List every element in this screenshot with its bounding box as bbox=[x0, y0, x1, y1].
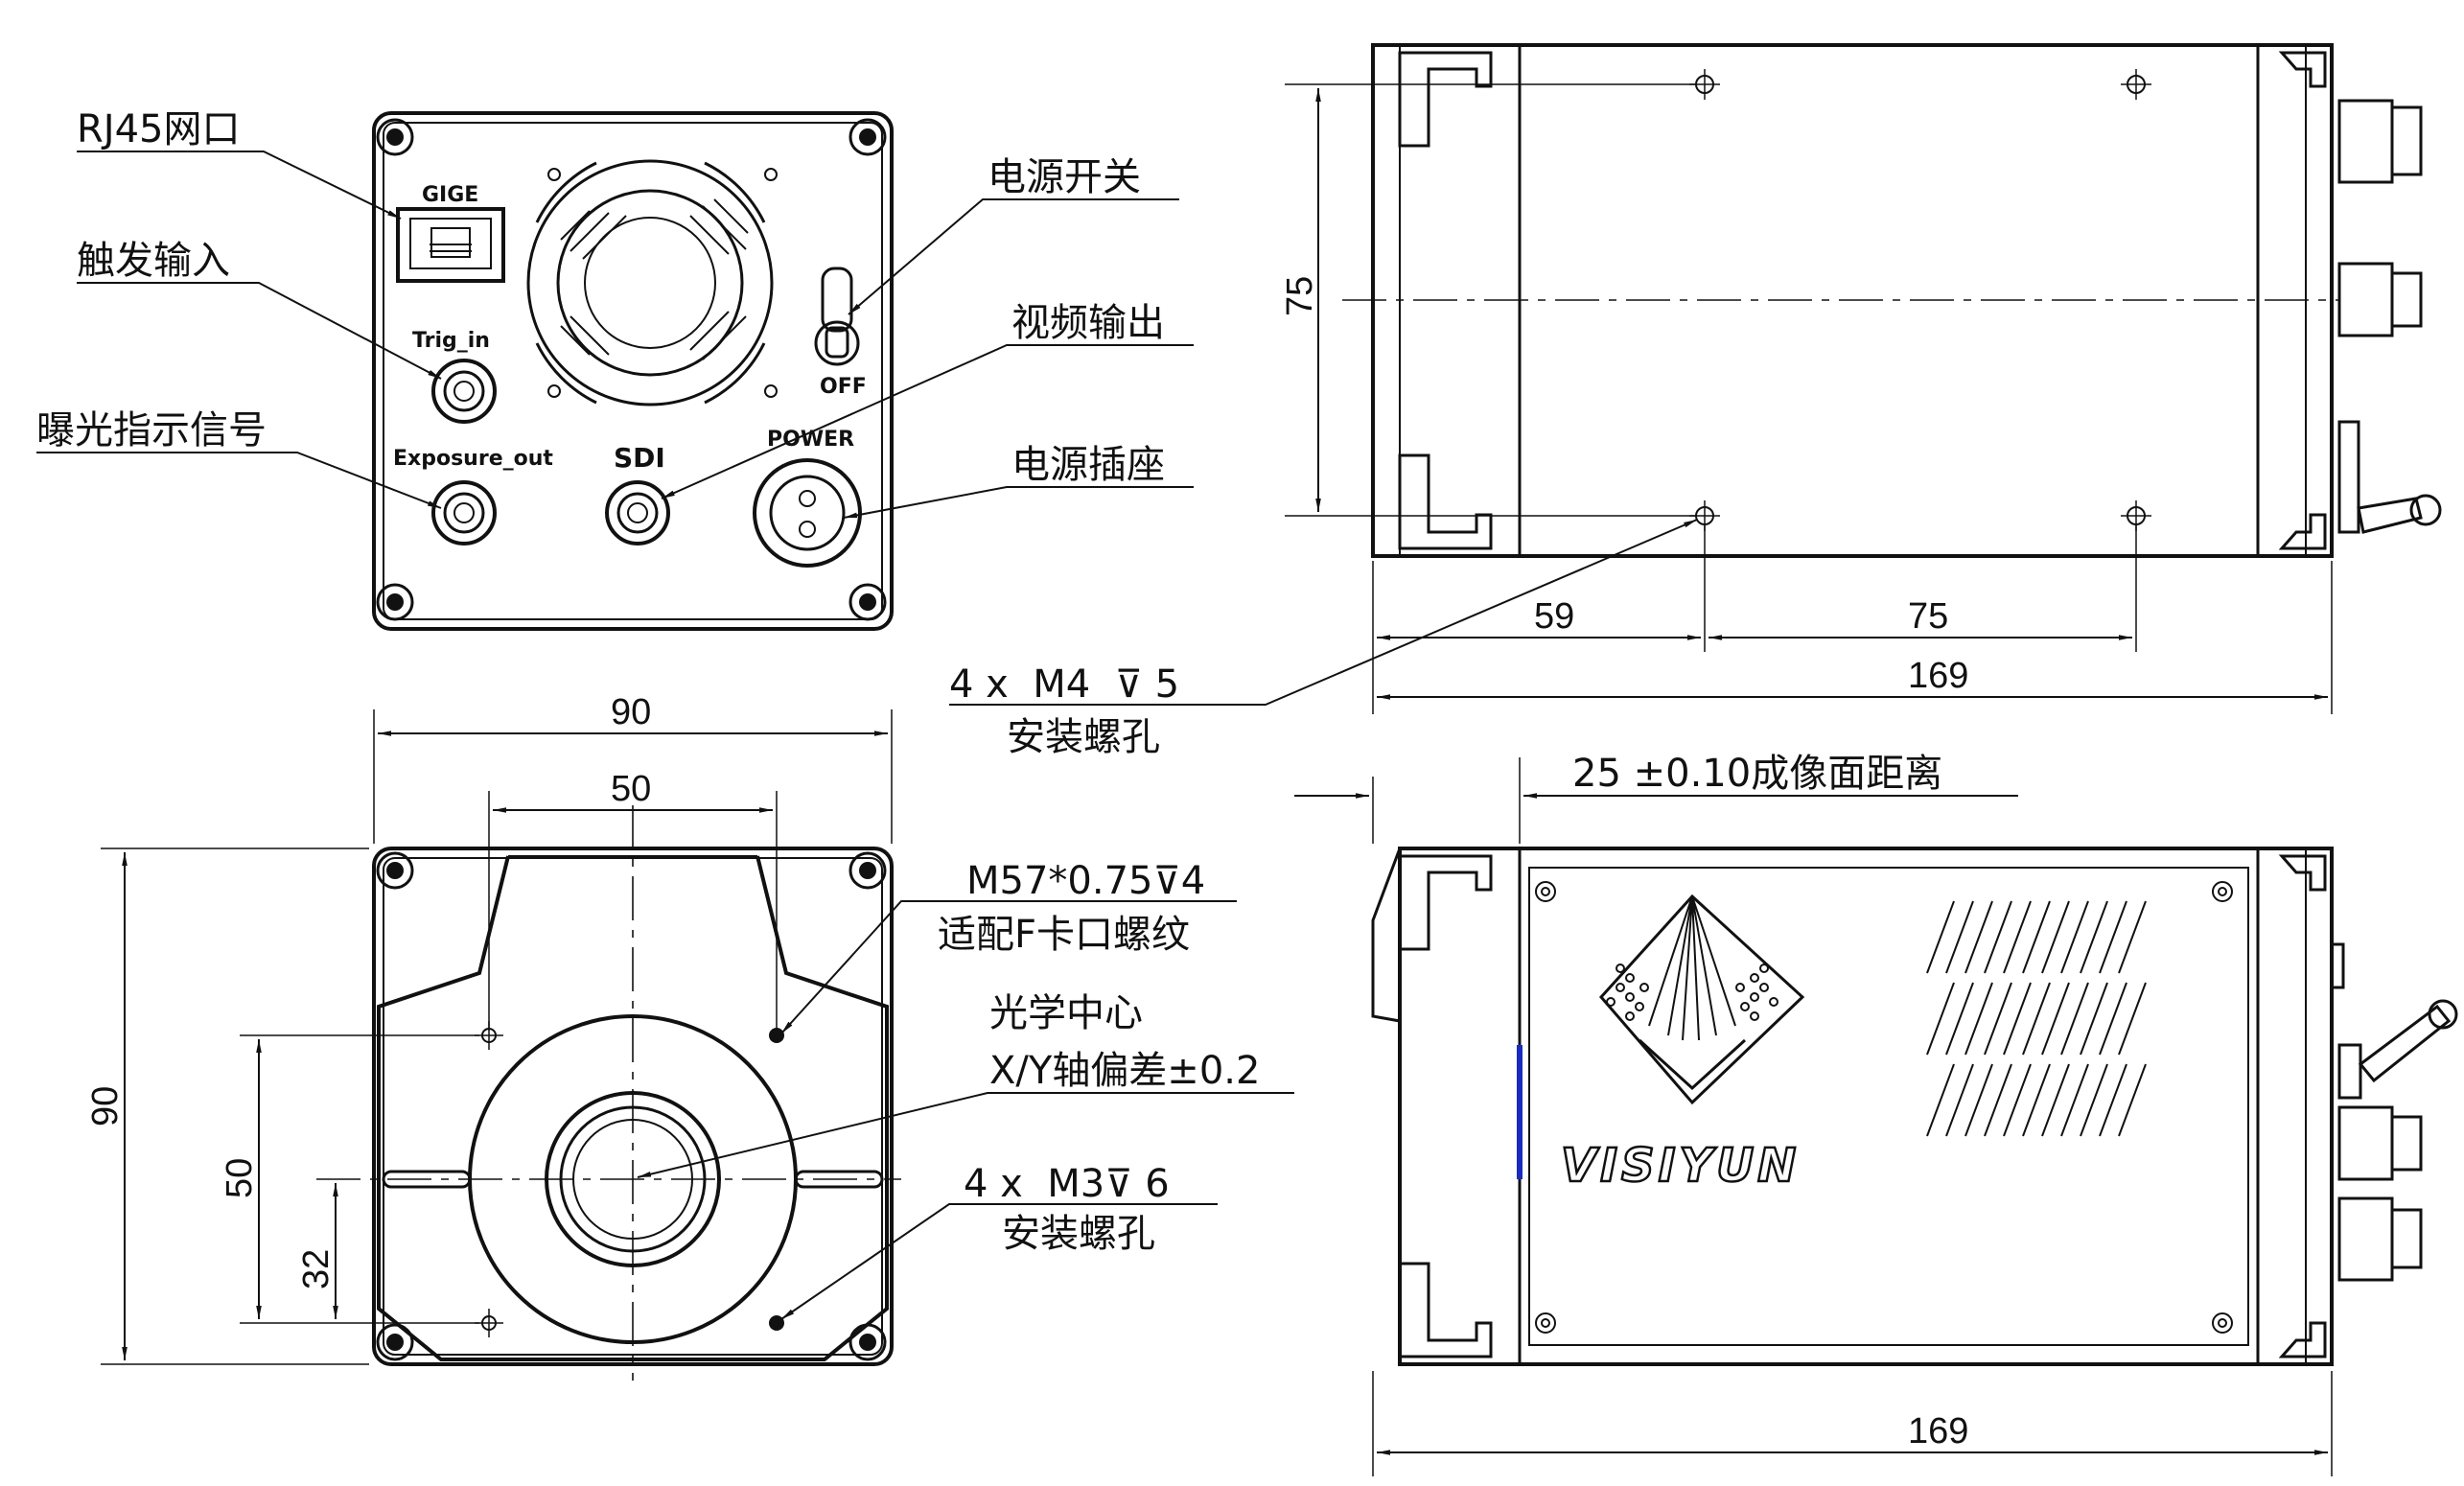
top-side-view: 75 59 75 169 4 x M4 ⊽ 5 安装螺孔 bbox=[949, 43, 2442, 759]
optical-center-label: 光学中心 bbox=[989, 991, 1143, 1035]
thread-spec: M57*0.75⊽4 bbox=[966, 859, 1205, 903]
dim-50-width: 50 bbox=[611, 769, 651, 809]
m3-hole-icon bbox=[475, 1021, 784, 1337]
dim-90-width: 90 bbox=[611, 692, 651, 732]
brand-name: VISIYUN bbox=[1561, 1139, 1800, 1193]
rj45-callout: RJ45网口 bbox=[77, 107, 241, 151]
off-label: OFF bbox=[820, 375, 867, 399]
corner-screw-icon bbox=[376, 851, 887, 1361]
xy-deviation-label: X/Y轴偏差±0.2 bbox=[989, 1049, 1260, 1093]
trigger-connector-icon bbox=[431, 359, 497, 424]
sdi-connector-icon bbox=[605, 480, 670, 546]
brand-logo-icon bbox=[1598, 894, 1805, 1105]
rear-view: GIGE Trig_in Exposure_out SDI POW bbox=[36, 107, 1194, 631]
flange-distance-label: 25 ±0.10成像面距离 bbox=[1572, 752, 1942, 796]
power-socket-callout: 电源插座 bbox=[1011, 443, 1165, 487]
dim-59: 59 bbox=[1534, 596, 1574, 637]
trig-in-label: Trig_in bbox=[412, 329, 490, 353]
trigger-input-callout: 触发输入 bbox=[77, 239, 230, 283]
panel-screw-icon bbox=[1535, 881, 2233, 1334]
video-output-callout: 视频输出 bbox=[1011, 301, 1165, 345]
dim-169-top: 169 bbox=[1908, 656, 1968, 696]
thread-desc: 适配F卡口螺纹 bbox=[938, 913, 1190, 957]
dim-90-height: 90 bbox=[85, 1086, 126, 1126]
rj45-port-icon bbox=[396, 207, 505, 283]
dim-169-bottom: 169 bbox=[1908, 1411, 1968, 1451]
sdi-label: SDI bbox=[614, 442, 665, 474]
dim-32: 32 bbox=[296, 1249, 337, 1289]
power-label: POWER bbox=[767, 428, 854, 452]
bottom-side-view: VISIYUN 25 ±0.10成像面距离 169 bbox=[1294, 752, 2458, 1476]
corner-screw-icon bbox=[376, 118, 887, 621]
dim-75-horizontal: 75 bbox=[1908, 596, 1948, 637]
m4-hole-spec: 4 x M4 ⊽ 5 bbox=[949, 662, 1179, 707]
exposure-signal-callout: 曝光指示信号 bbox=[36, 408, 267, 453]
fan-grille-icon bbox=[526, 159, 778, 406]
dim-50-height: 50 bbox=[220, 1158, 260, 1198]
power-switch-icon bbox=[814, 267, 860, 366]
m4-hole-desc: 安装螺孔 bbox=[1007, 715, 1160, 759]
power-switch-callout: 电源开关 bbox=[988, 155, 1141, 199]
dim-75-vertical: 75 bbox=[1280, 276, 1320, 316]
vent-slots-icon bbox=[1926, 900, 2147, 1137]
gige-label: GIGE bbox=[422, 183, 478, 207]
exposure-connector-icon bbox=[431, 480, 497, 546]
m3-hole-desc: 安装螺孔 bbox=[1002, 1212, 1155, 1256]
power-socket-icon bbox=[753, 458, 862, 568]
m3-hole-spec: 4 x M3⊽ 6 bbox=[964, 1162, 1170, 1206]
exposure-out-label: Exposure_out bbox=[393, 447, 553, 471]
front-view: 90 50 90 50 32 M57*0.75⊽4 适配F卡口螺纹 光学中心 X… bbox=[85, 692, 1294, 1381]
